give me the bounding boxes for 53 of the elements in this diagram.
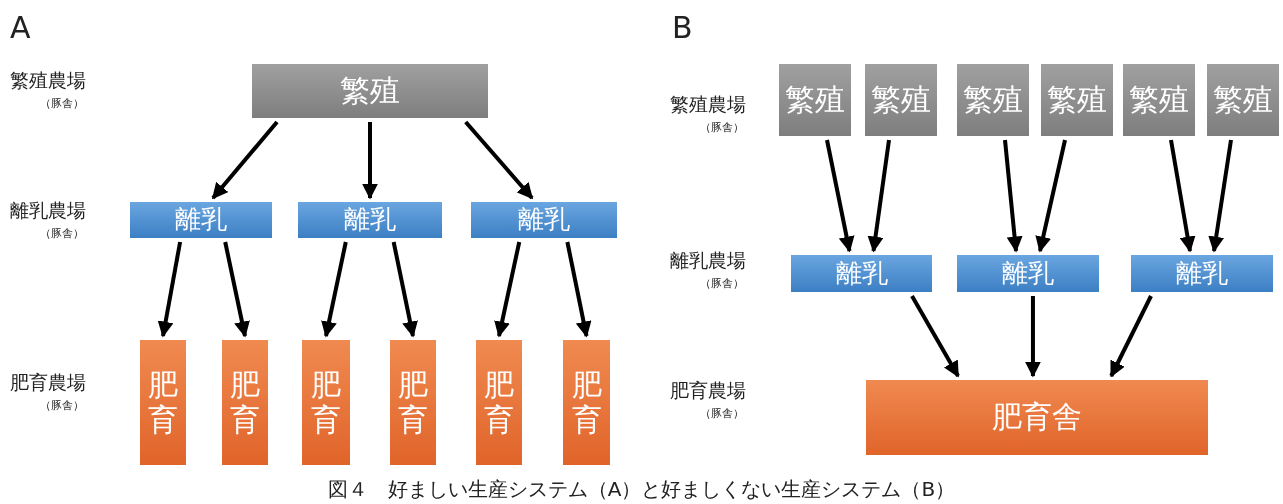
weaning-box: 離乳 <box>130 202 272 238</box>
row-label: 繁殖農場 <box>10 68 86 93</box>
weaning-box: 離乳 <box>957 255 1099 292</box>
breeding-box: 繁殖 <box>865 64 937 136</box>
row-note: （豚舎） <box>40 96 84 111</box>
fattening-box: 肥育舎 <box>866 380 1208 455</box>
arrow <box>1109 295 1153 378</box>
breeding-box: 繁殖 <box>1207 64 1279 136</box>
row-label: 離乳農場 <box>10 198 86 223</box>
row-note: （豚舎） <box>40 226 84 241</box>
row-note: （豚舎） <box>700 406 744 421</box>
arrow <box>867 139 891 253</box>
panel-letter: A <box>10 10 31 45</box>
breeding-box: 繁殖 <box>252 64 488 118</box>
row-label: 離乳農場 <box>670 248 746 273</box>
row-note: （豚舎） <box>700 120 744 135</box>
arrow <box>494 241 522 338</box>
arrow <box>1035 139 1067 253</box>
weaning-box: 離乳 <box>791 255 932 292</box>
row-label: 肥育農場 <box>670 378 746 403</box>
breeding-box: 繁殖 <box>957 64 1029 136</box>
breeding-box: 繁殖 <box>1123 64 1195 136</box>
arrow <box>211 120 279 200</box>
arrow <box>825 139 855 253</box>
panel-letter: B <box>672 10 693 45</box>
arrow <box>362 122 378 200</box>
weaning-box: 離乳 <box>1131 255 1273 292</box>
breeding-box: 繁殖 <box>779 64 851 136</box>
arrow <box>1024 296 1041 378</box>
fattening-box: 肥育 <box>302 340 350 465</box>
arrow <box>910 295 960 378</box>
row-note: （豚舎） <box>700 276 744 291</box>
row-label: 繁殖農場 <box>670 92 746 117</box>
fattening-box: 肥育 <box>563 340 610 465</box>
caption: 図４ 好ましい生産システム（A）と好ましくない生産システム（B） <box>326 476 957 503</box>
arrow <box>391 241 418 338</box>
fattening-box: 肥育 <box>222 340 268 465</box>
row-note: （豚舎） <box>40 398 84 413</box>
arrow <box>565 241 592 338</box>
row-label: 肥育農場 <box>10 370 86 395</box>
arrow <box>223 241 250 338</box>
fattening-box: 肥育 <box>476 340 522 465</box>
weaning-box: 離乳 <box>471 202 617 238</box>
fattening-box: 肥育 <box>390 340 436 465</box>
arrow <box>1169 139 1196 253</box>
arrow <box>321 241 348 338</box>
breeding-box: 繁殖 <box>1041 64 1113 136</box>
weaning-box: 離乳 <box>298 202 442 238</box>
arrow <box>464 120 534 200</box>
fattening-box: 肥育 <box>140 340 186 465</box>
arrow <box>1003 139 1023 253</box>
arrow <box>157 241 183 338</box>
arrow <box>1208 139 1233 253</box>
